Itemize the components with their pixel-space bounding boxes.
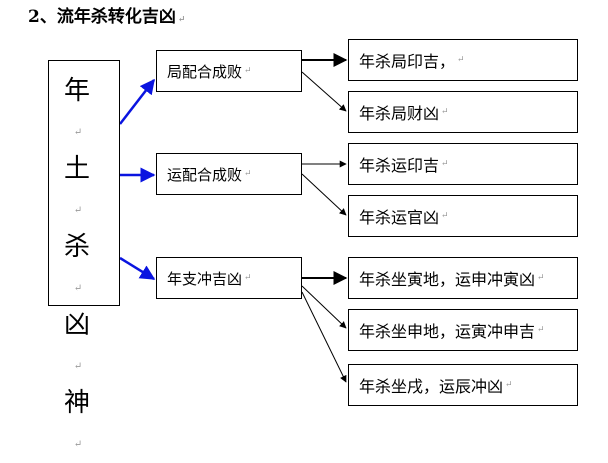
paragraph-mark-icon: ↵ <box>441 107 449 117</box>
paragraph-mark-icon: ↵ <box>244 66 252 76</box>
outcome-node: 年杀坐申地，运寅冲申吉↵ <box>348 309 578 351</box>
section-heading: 2、流年杀转化吉凶↵ <box>28 6 185 28</box>
paragraph-mark-icon: ↵ <box>244 273 252 283</box>
outcome-node: 年杀坐戌，运辰冲凶↵ <box>348 364 578 406</box>
paragraph-mark-icon: ↵ <box>244 169 252 179</box>
arrow-branch-3-to-outcome-3 <box>301 291 347 383</box>
connector-arrows <box>119 53 348 383</box>
branch-node-label: 年支冲吉凶 <box>167 269 243 288</box>
outcome-label: 年杀坐寅地，运申冲寅凶 <box>359 270 536 289</box>
root-char: 年↵ <box>63 76 90 138</box>
branch-node-label: 运配合成败 <box>167 165 243 184</box>
root-char: 神↵ <box>63 388 90 450</box>
section-heading-text: 2、流年杀转化吉凶 <box>28 7 176 27</box>
root-node: 年↵ 土↵ 杀↵ 凶↵ 神↵ <box>48 60 120 450</box>
paragraph-mark-icon: ↵ <box>537 273 545 283</box>
outcome-node: 年杀运印吉↵ <box>348 143 578 185</box>
paragraph-mark-icon: ↵ <box>177 15 186 25</box>
arrow-branch-3-to-outcome-2 <box>301 285 347 329</box>
outcome-node: 年杀局印吉，↵ <box>348 39 578 81</box>
root-node-text: 年↵ 土↵ 杀↵ 凶↵ 神↵ <box>63 73 91 463</box>
branch-node-3: 年支冲吉凶↵ <box>156 257 302 299</box>
branch-node-1: 局配合成败↵ <box>156 50 302 92</box>
paragraph-mark-icon: ↵ <box>441 211 449 221</box>
outcome-label: 年杀局印吉， <box>359 52 456 71</box>
root-char: 杀↵ <box>63 232 90 294</box>
arrow-branch-2-to-outcome-2 <box>301 173 347 216</box>
paragraph-mark-icon: ↵ <box>537 325 545 335</box>
paragraph-mark-icon: ↵ <box>441 159 449 169</box>
arrow-branch-1-to-outcome-2 <box>301 71 347 112</box>
paragraph-mark-icon: ↵ <box>505 380 513 390</box>
root-char: 凶↵ <box>63 310 90 372</box>
outcome-node: 年杀局财凶↵ <box>348 91 578 133</box>
paragraph-mark-icon: ↵ <box>457 55 465 65</box>
outcome-label: 年杀坐申地，运寅冲申吉 <box>359 322 536 341</box>
outcome-node: 年杀运官凶↵ <box>348 195 578 237</box>
arrow-root-to-branch-1 <box>119 78 155 125</box>
outcome-label: 年杀运印吉 <box>359 156 440 175</box>
branch-node-2: 运配合成败↵ <box>156 153 302 195</box>
outcome-label: 年杀局财凶 <box>359 104 440 123</box>
outcome-node: 年杀坐寅地，运申冲寅凶↵ <box>348 257 578 299</box>
root-char: 土↵ <box>63 154 90 216</box>
outcome-label: 年杀运官凶 <box>359 208 440 227</box>
arrow-root-to-branch-3 <box>119 256 156 281</box>
outcome-label: 年杀坐戌，运辰冲凶 <box>359 377 504 396</box>
branch-node-label: 局配合成败 <box>167 62 243 81</box>
